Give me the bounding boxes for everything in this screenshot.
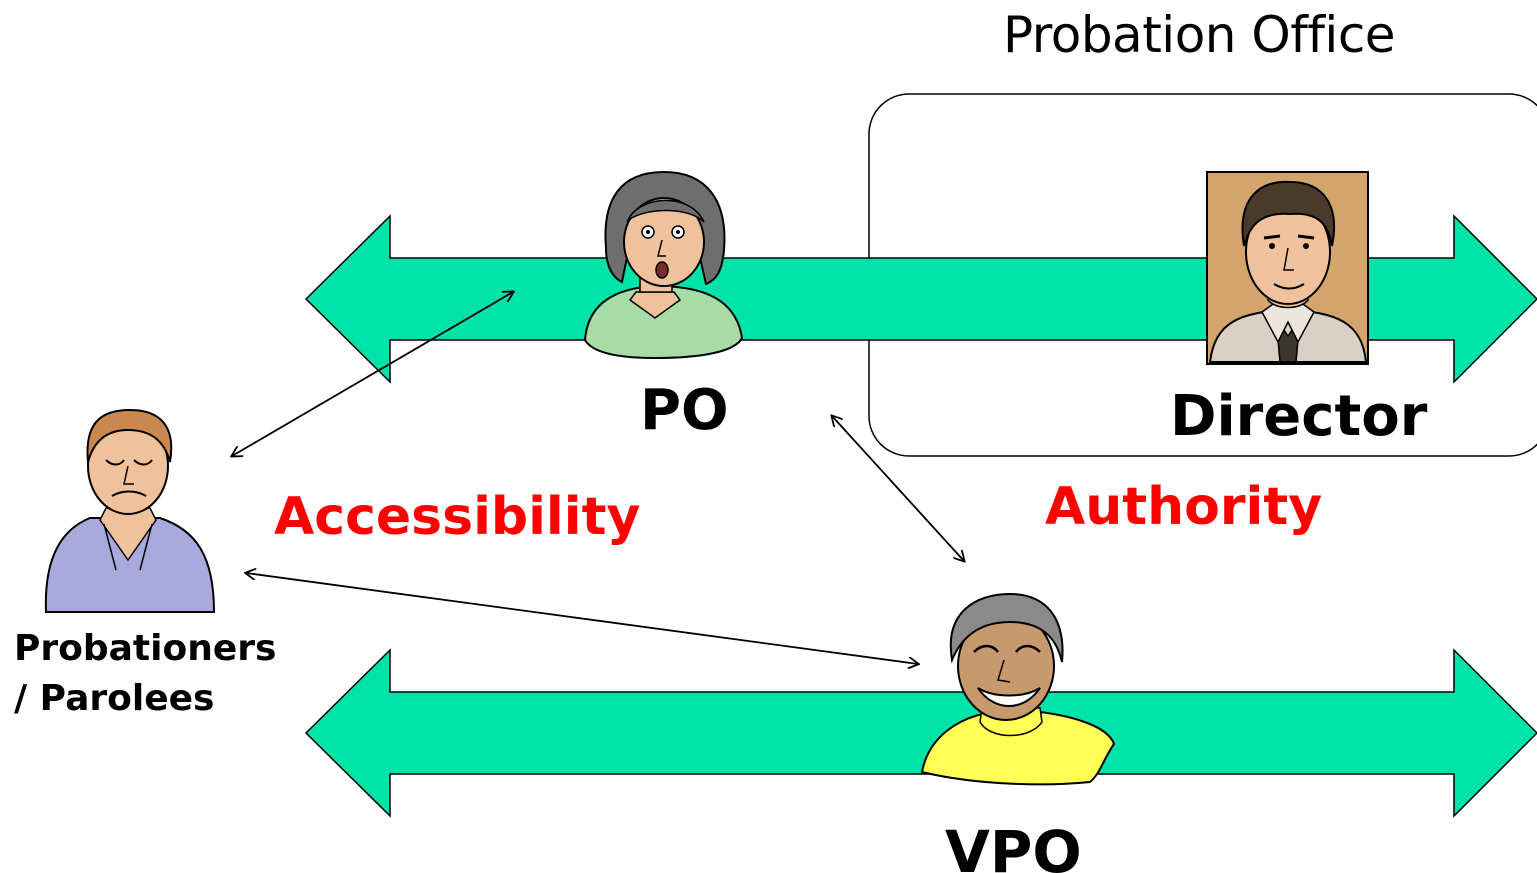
probationers-label: Probationers / Parolees [14,624,314,724]
authority-label: Authority [1045,477,1323,537]
lower-double-arrow [304,648,1537,818]
probationers-label-line1: Probationers [14,628,277,669]
director-label: Director [1170,384,1428,449]
po-label: PO [640,378,729,443]
po-person-icon [583,170,744,360]
connector-po-vpo [832,416,964,561]
vpo-person-icon [920,592,1116,786]
vpo-label: VPO [945,818,1082,873]
accessibility-label: Accessibility [274,487,641,547]
probationers-label-line2: / Parolees [14,678,215,719]
probationer-person-icon [44,408,216,613]
director-portrait-icon [1206,171,1369,365]
probation-office-title: Probation Office [1003,6,1396,64]
connector-probationer-po [232,292,513,456]
connector-probationer-vpo [246,573,918,664]
